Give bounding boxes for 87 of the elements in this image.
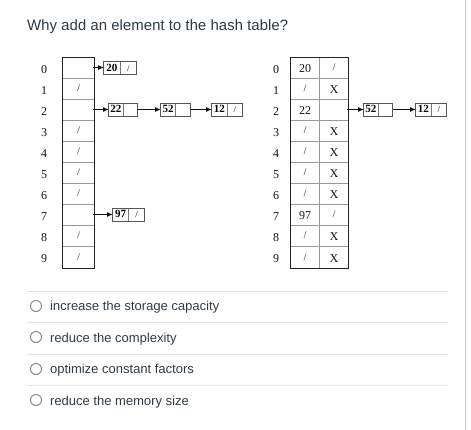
node-key: 20 <box>106 62 118 74</box>
table-slot <box>291 121 348 142</box>
slot-value: / <box>304 231 306 241</box>
slot-value: / <box>77 84 80 94</box>
option-text: increase the storage capacity <box>50 298 220 313</box>
slot-value: / <box>304 126 306 136</box>
slot-value: / <box>304 147 306 157</box>
pointer-arrow <box>392 107 416 112</box>
pointer-value: X <box>330 146 338 158</box>
option-text: optimize constant factors <box>50 361 194 376</box>
pointer-value: X <box>330 188 338 200</box>
slot-index: 8 <box>41 231 47 243</box>
slot-value: / <box>77 126 80 136</box>
slot-index: 9 <box>41 252 47 264</box>
null-pointer: / <box>126 64 130 72</box>
list-node <box>363 102 393 116</box>
pointer-value: X <box>330 252 338 264</box>
list-node <box>160 102 191 116</box>
pointer-value: X <box>330 167 338 179</box>
slot-value: 22 <box>299 104 311 116</box>
pointer-arrow <box>92 107 108 112</box>
slot-index: 2 <box>273 105 279 117</box>
pointer-arrow <box>92 212 112 217</box>
slot-index: 8 <box>273 231 279 243</box>
slot-index: 0 <box>41 63 47 75</box>
slot-value: / <box>77 252 80 262</box>
list-node <box>112 208 145 222</box>
hash-table <box>290 57 349 269</box>
slot-index: 2 <box>41 105 47 117</box>
hash-table <box>62 57 95 269</box>
option-text: reduce the complexity <box>50 330 176 344</box>
list-node <box>211 102 243 116</box>
slot-index: 6 <box>41 189 47 201</box>
slot-value: 97 <box>299 209 311 221</box>
null-pointer: / <box>135 210 138 219</box>
node-key: 52 <box>162 104 174 115</box>
slot-value: / <box>304 252 306 262</box>
list-node <box>108 102 138 116</box>
slot-index: 5 <box>273 168 279 180</box>
table-slot <box>291 58 348 79</box>
slot-index: 1 <box>41 84 47 96</box>
slot-value: / <box>77 168 80 178</box>
slot-index: 0 <box>273 63 279 75</box>
pointer-arrow <box>346 107 364 112</box>
slot-value: / <box>304 168 306 178</box>
null-pointer: / <box>437 105 440 114</box>
pointer-arrow <box>190 107 212 112</box>
slot-index: 9 <box>273 252 279 264</box>
node-key: 52 <box>365 104 376 115</box>
question-title: Why add an element to the hash table? <box>27 17 288 34</box>
pointer-value: / <box>332 210 336 220</box>
option-text: reduce the memory size <box>50 392 189 408</box>
pointer-arrow <box>92 65 104 70</box>
slot-value: / <box>77 189 80 199</box>
slot-index: 3 <box>41 126 47 138</box>
null-pointer: / <box>233 105 236 114</box>
table-slot <box>291 79 348 100</box>
slot-value: / <box>77 147 80 157</box>
table-slot <box>291 142 348 163</box>
slot-index: 7 <box>273 210 279 222</box>
pointer-value: X <box>330 230 338 242</box>
pointer-value: X <box>330 83 338 95</box>
slot-value: / <box>304 84 306 94</box>
list-node <box>415 102 447 116</box>
pointer-value: / <box>332 63 336 73</box>
slot-index: 4 <box>41 147 47 159</box>
slot-index: 4 <box>273 147 279 159</box>
node-key: 12 <box>418 104 429 115</box>
table-slot <box>291 100 348 121</box>
table-slot <box>291 184 348 205</box>
table-slot <box>291 205 348 226</box>
pointer-value: X <box>330 125 338 137</box>
slot-index: 3 <box>273 126 279 138</box>
slot-index: 7 <box>41 210 47 222</box>
node-key: 12 <box>214 104 225 115</box>
list-node <box>103 61 137 75</box>
slot-value: 20 <box>299 62 311 74</box>
slot-index: 5 <box>41 168 47 180</box>
slot-value: / <box>77 231 80 241</box>
slot-value: / <box>304 189 306 199</box>
node-key: 22 <box>110 104 122 115</box>
node-key: 97 <box>115 209 126 220</box>
pointer-arrow <box>138 107 160 112</box>
slot-index: 1 <box>273 84 279 96</box>
table-slot <box>291 226 348 247</box>
table-slot <box>291 163 348 184</box>
slot-index: 6 <box>273 189 279 201</box>
